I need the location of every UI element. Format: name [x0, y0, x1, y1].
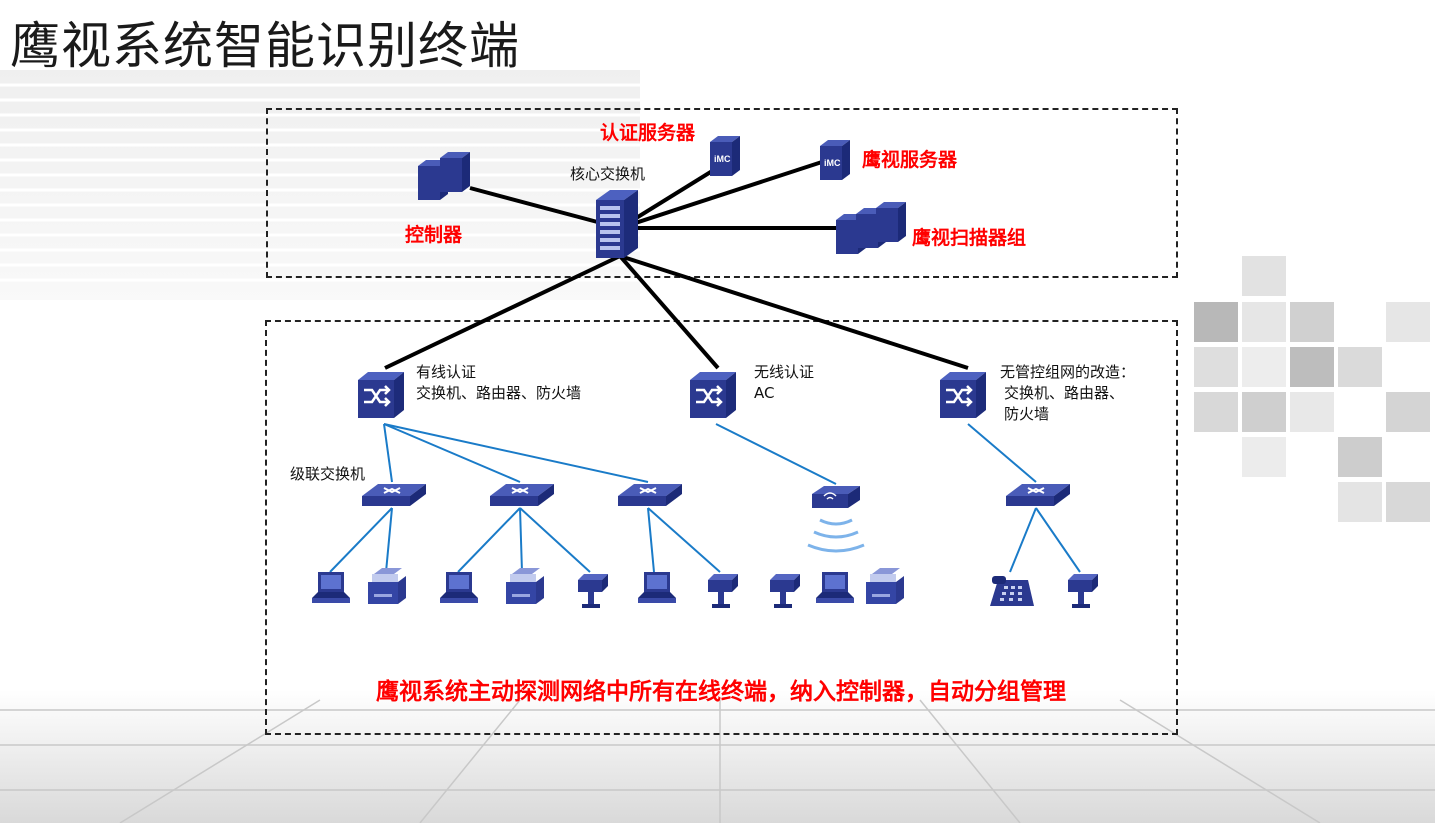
unmanaged-line2: 交换机、路由器、: [1004, 384, 1125, 402]
wired-auth-switch-icon: [356, 370, 406, 420]
wired-auth-line2: 交换机、路由器、防火墙: [416, 384, 582, 402]
pc-icon: [638, 572, 676, 603]
printer-icon: [368, 568, 406, 604]
cascade-switch-1-icon: [361, 483, 427, 507]
core-links: [384, 158, 969, 370]
cascade-switch-3-icon: [617, 483, 683, 507]
controller-server-icon: [418, 152, 470, 200]
printer-icon: [506, 568, 544, 604]
unmanaged-switch-icon: [938, 370, 988, 420]
access-links: [329, 423, 1081, 573]
camera-icon: [708, 574, 738, 608]
unmanaged-line3: 防火墙: [1004, 405, 1050, 423]
pc-icon: [816, 572, 854, 603]
wireless-auth-label: 无线认证 AC: [754, 362, 814, 404]
ip-phone-icon: [990, 576, 1034, 606]
core-group-box: [266, 108, 1178, 278]
cascade-switch-4-icon: [1005, 483, 1071, 507]
wired-auth-line1: 有线认证: [416, 363, 477, 381]
unmanaged-line1: 无管控组网的改造：: [1000, 363, 1136, 381]
pc-icon: [312, 572, 350, 603]
wired-auth-label: 有线认证 交换机、路由器、防火墙: [416, 362, 581, 404]
square-mosaic: [1194, 256, 1430, 522]
floor: [0, 690, 1435, 823]
diagram-caption: 鹰视系统主动探测网络中所有在线终端，纳入控制器，自动分组管理: [376, 679, 1066, 705]
access-group-box: [265, 320, 1178, 735]
svg-text:iMC: iMC: [714, 154, 731, 164]
svg-text:iMC: iMC: [824, 158, 841, 168]
core-switch-icon: [596, 190, 638, 258]
wifi-waves-icon: [807, 518, 865, 553]
camera-icon: [770, 574, 800, 608]
core-switch-label: 核心交换机: [570, 165, 646, 183]
eagle-server-label: 鹰视服务器: [862, 149, 958, 171]
floor-lines: [0, 699, 1435, 823]
page-title: 鹰视系统智能识别终端: [10, 17, 520, 75]
wireless-auth-line2: AC: [754, 384, 775, 402]
scanner-group-icon: [836, 202, 906, 254]
printer-icon: [866, 568, 904, 604]
cascade-switch-2-icon: [489, 483, 555, 507]
camera-icon: [578, 574, 608, 608]
eagle-server-icon: iMC: [820, 140, 850, 180]
pc-icon: [440, 572, 478, 603]
wireless-auth-line1: 无线认证: [754, 363, 815, 381]
wireless-ac-switch-icon: [688, 370, 738, 420]
camera-icon: [1068, 574, 1098, 608]
scanner-group-label: 鹰视扫描器组: [912, 227, 1027, 249]
controller-label: 控制器: [405, 224, 463, 246]
auth-server-icon: iMC: [710, 136, 740, 176]
unmanaged-label: 无管控组网的改造： 交换机、路由器、 防火墙: [1000, 362, 1135, 425]
wireless-ap-icon: [807, 486, 865, 553]
cascade-switch-label: 级联交换机: [290, 465, 366, 483]
auth-server-label: 认证服务器: [600, 122, 696, 144]
